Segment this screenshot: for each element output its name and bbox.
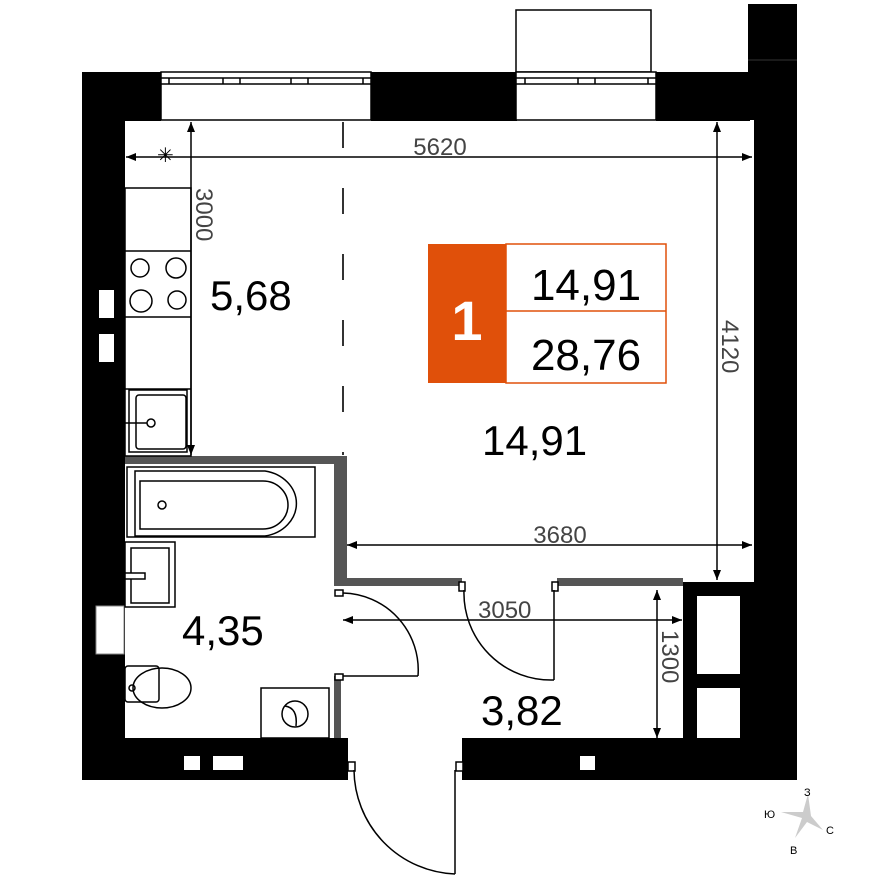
kitchen-sink-icon bbox=[125, 389, 188, 453]
window-left bbox=[160, 71, 372, 121]
dim-kitchen-depth: 3000 bbox=[190, 188, 217, 241]
dim-room-height: 4120 bbox=[716, 320, 743, 373]
interior-partitions bbox=[125, 456, 683, 738]
compass-rose-icon: З Ю С В bbox=[764, 787, 834, 857]
compass-north-label: З bbox=[804, 787, 811, 799]
bathroom-door bbox=[334, 589, 419, 681]
dimension-lines bbox=[126, 122, 752, 738]
living-room-area-label: 14,91 bbox=[482, 417, 587, 464]
compass-east-label: С bbox=[826, 825, 834, 837]
room-door bbox=[458, 581, 559, 681]
dim-hallway-depth: 1300 bbox=[656, 630, 683, 683]
stove-icon bbox=[129, 257, 187, 313]
living-area-value: 14,91 bbox=[531, 261, 641, 310]
exterior-walls bbox=[82, 4, 797, 780]
bathroom-sink-icon bbox=[124, 541, 176, 608]
asterisk-mark: ✳ bbox=[157, 145, 174, 167]
bottom-wall-vents bbox=[184, 756, 595, 770]
left-wall-vents bbox=[95, 290, 125, 655]
closet-shelves bbox=[697, 596, 740, 738]
total-area-value: 28,76 bbox=[531, 331, 641, 380]
toilet-icon bbox=[124, 665, 192, 709]
bathtub-icon bbox=[126, 466, 316, 538]
kitchen-counter bbox=[124, 187, 192, 457]
bathroom-area-label: 4,35 bbox=[182, 607, 264, 654]
dim-total-width: 5620 bbox=[413, 134, 466, 161]
kitchen-area-label: 5,68 bbox=[210, 272, 292, 319]
hallway-area-label: 3,82 bbox=[481, 687, 563, 734]
apartment-summary-badge: 1 14,91 28,76 bbox=[428, 243, 667, 384]
washing-machine-icon bbox=[260, 687, 330, 739]
dim-hallway-width: 3050 bbox=[478, 597, 531, 624]
compass-south-label: В bbox=[790, 845, 797, 857]
window-right-balcony bbox=[515, 9, 657, 121]
entrance-door bbox=[347, 761, 464, 875]
rooms-count-badge: 1 bbox=[451, 289, 482, 352]
dim-room-width: 3680 bbox=[533, 522, 586, 549]
compass-west-label: Ю bbox=[764, 809, 775, 821]
